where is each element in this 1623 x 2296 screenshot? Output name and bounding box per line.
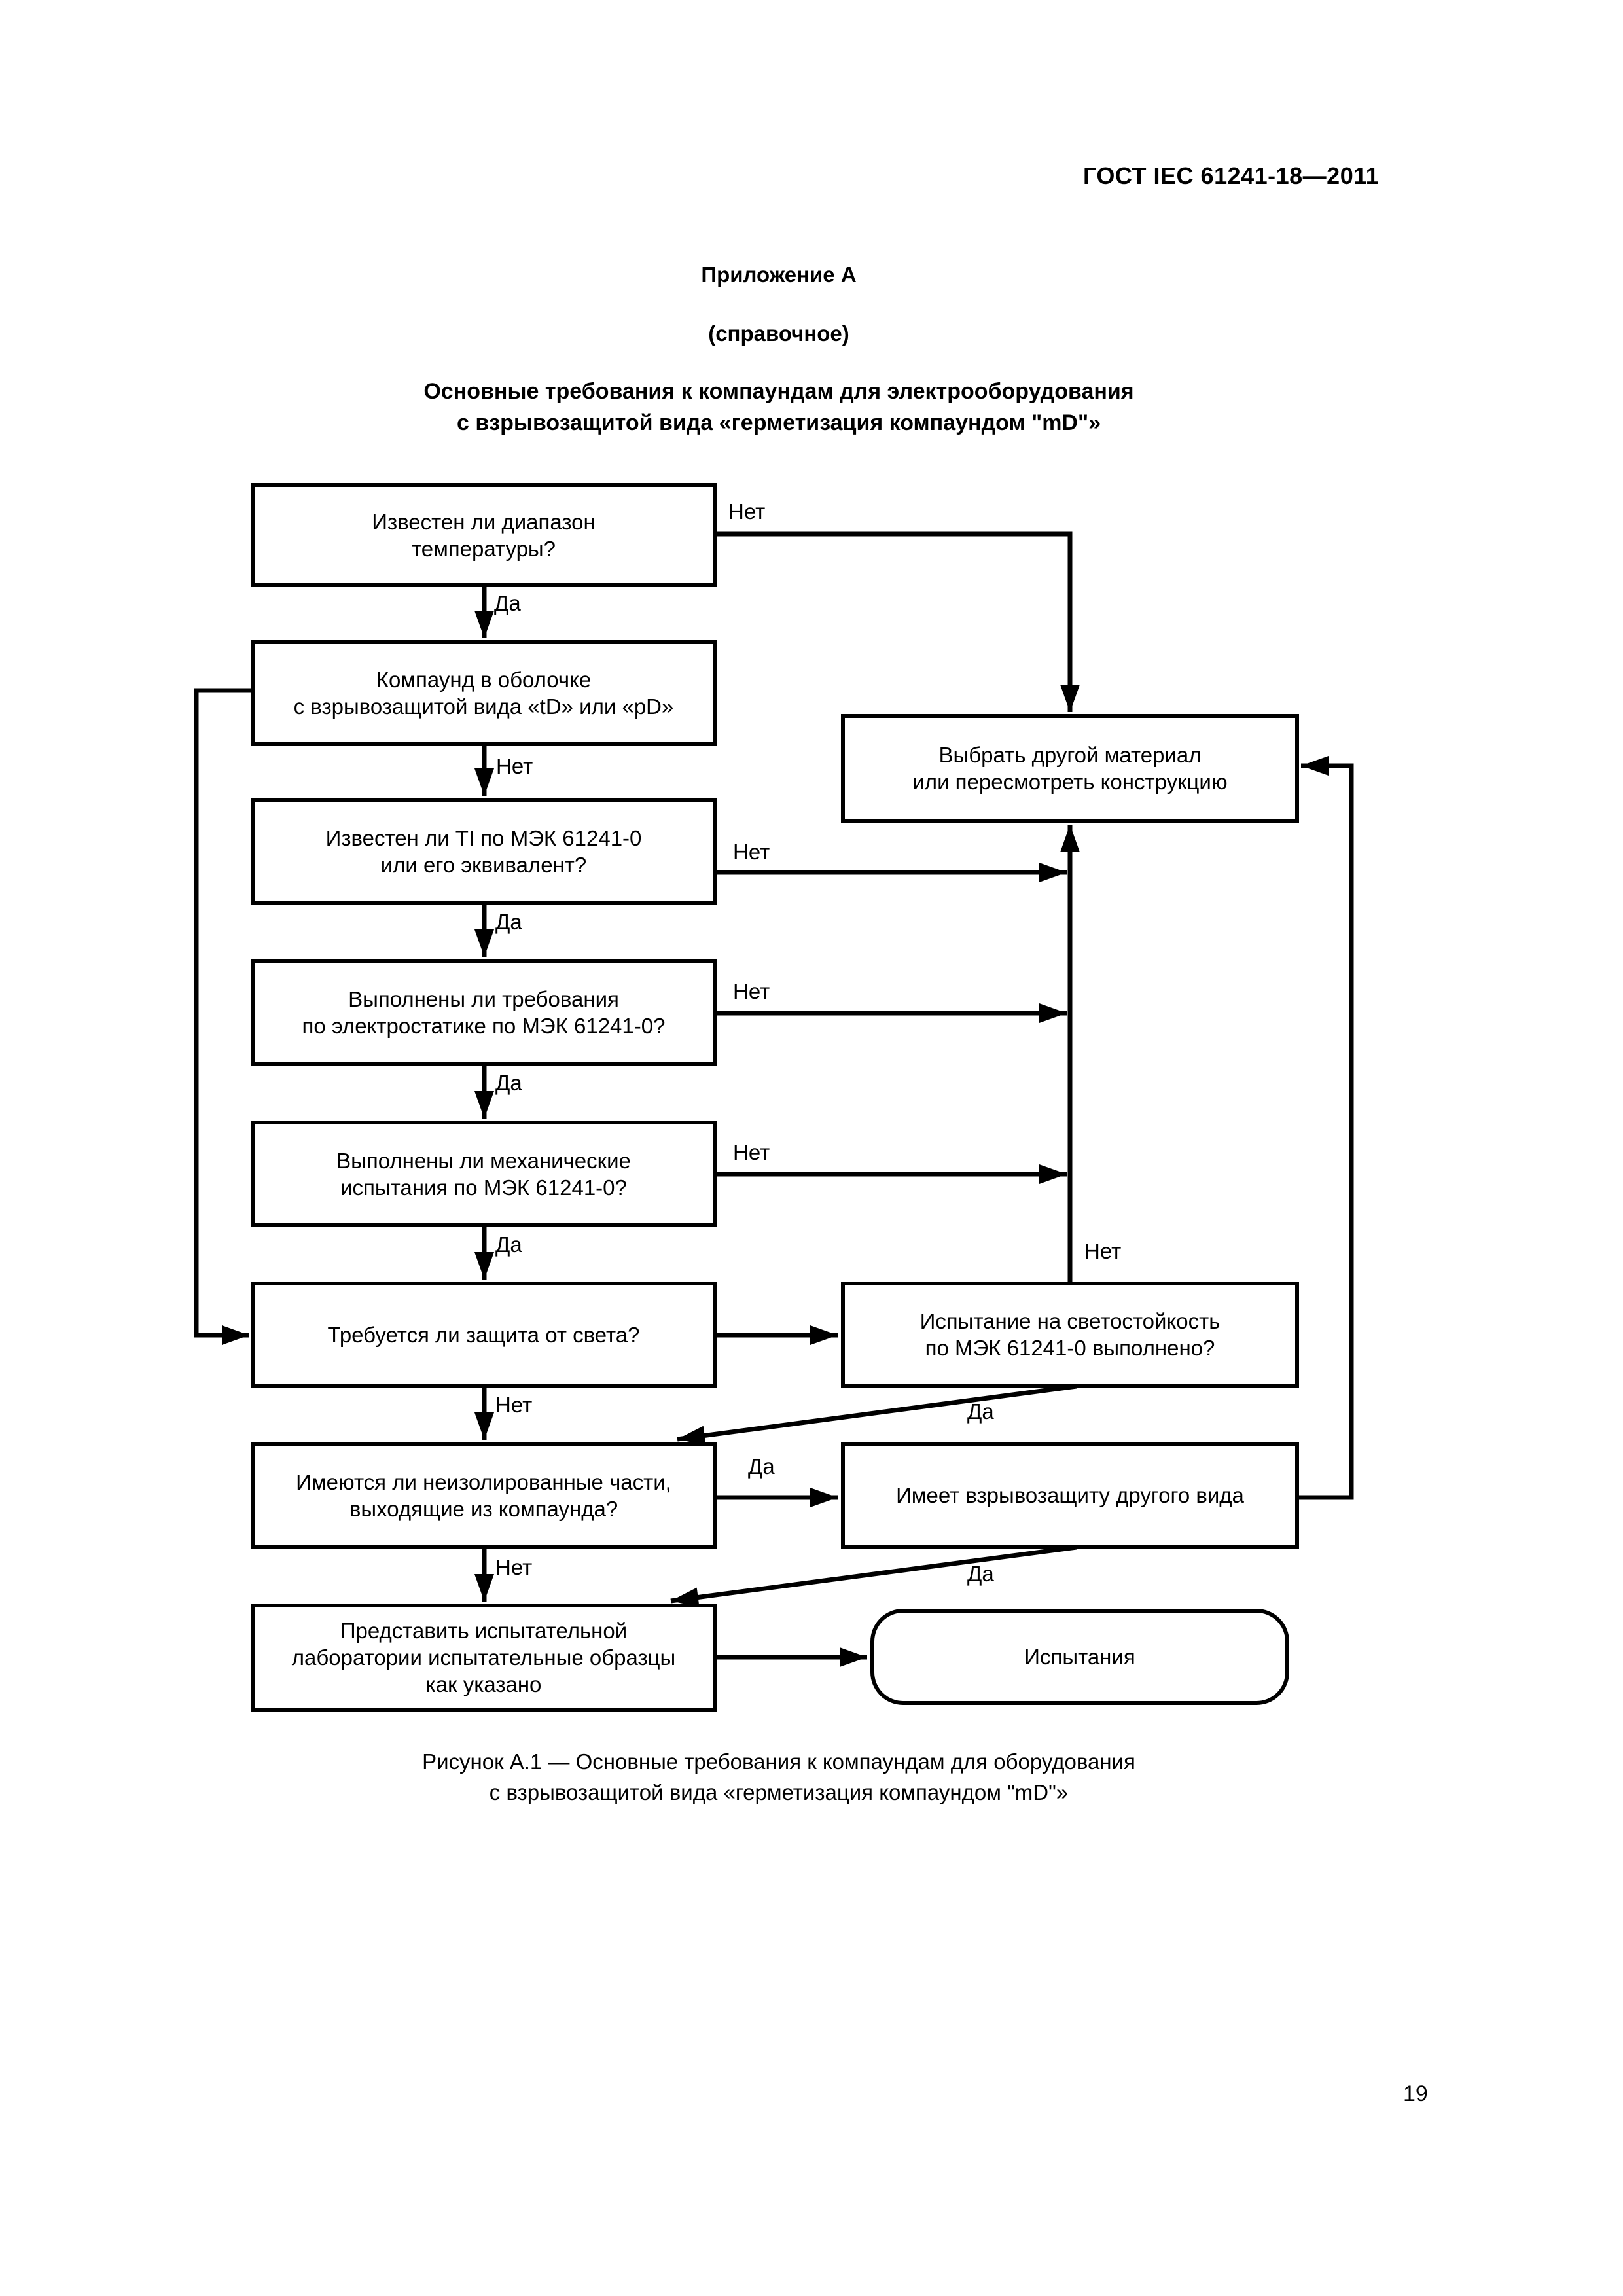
node-compound-in-enclosure: Компаунд в оболочке с взрывозащитой вида… xyxy=(251,640,717,746)
label-electrostatic-no: Нет xyxy=(733,979,770,1003)
appendix-heading: Приложение А (справочное) xyxy=(701,230,856,378)
label-lighttest-yes: Да xyxy=(967,1399,994,1424)
node-light-protection: Требуется ли защита от света? xyxy=(251,1282,717,1388)
node-light-test: Испытание на светостойкость по МЭК 61241… xyxy=(841,1282,1299,1388)
arrow-otherprotection-to-choose xyxy=(1299,756,1354,1500)
page-number: 19 xyxy=(1403,2081,1428,2106)
arrow-lighttest-yes xyxy=(677,1384,1077,1446)
figure-title: Основные требования к компаундам для эле… xyxy=(423,379,1134,435)
node-uninsulated-parts: Имеются ли неизолированные части, выходя… xyxy=(251,1442,717,1549)
label-uninsulated-yes: Да xyxy=(748,1454,775,1479)
label-ti-yes: Да xyxy=(495,910,522,934)
node-temp-range: Известен ли диапазон температуры? xyxy=(251,483,717,587)
label-ti-no: Нет xyxy=(733,840,770,864)
label-electrostatic-yes: Да xyxy=(495,1071,522,1095)
label-temp-no: Нет xyxy=(728,499,766,524)
node-electrostatic: Выполнены ли требования по электростатик… xyxy=(251,959,717,1066)
label-lightprotection-no: Нет xyxy=(495,1393,533,1417)
document-code: ГОСТ IEC 61241-18—2011 xyxy=(1083,162,1380,189)
arrow-enclosure-loop-to-lightprotection xyxy=(194,688,251,1345)
node-choose-material: Выбрать другой материал или пересмотреть… xyxy=(841,714,1299,823)
node-tests-terminal: Испытания xyxy=(870,1609,1289,1705)
label-uninsulated-no: Нет xyxy=(495,1555,533,1579)
label-lighttest-no: Нет xyxy=(1084,1239,1122,1263)
figure-caption: Рисунок А.1 — Основные требования к комп… xyxy=(422,1749,1135,1804)
label-enclosure-no: Нет xyxy=(496,754,533,778)
label-mechanical-no: Нет xyxy=(733,1140,770,1164)
node-mechanical: Выполнены ли механические испытания по М… xyxy=(251,1121,717,1227)
label-mechanical-yes: Да xyxy=(495,1232,522,1257)
arrow-otherprotection-yes xyxy=(670,1545,1077,1607)
appendix-title: Приложение А xyxy=(701,262,857,287)
appendix-subtitle: (справочное) xyxy=(708,321,849,346)
node-ti-known: Известен ли TI по МЭК 61241-0 или его эк… xyxy=(251,798,717,905)
label-otherprotection-yes: Да xyxy=(967,1562,994,1586)
node-other-protection: Имеет взрывозащиту другого вида xyxy=(841,1442,1299,1549)
arrow-temp-no-to-choose xyxy=(717,531,1080,712)
label-temp-yes: Да xyxy=(494,591,521,615)
node-submit-samples: Представить испытательной лаборатории ис… xyxy=(251,1604,717,1712)
